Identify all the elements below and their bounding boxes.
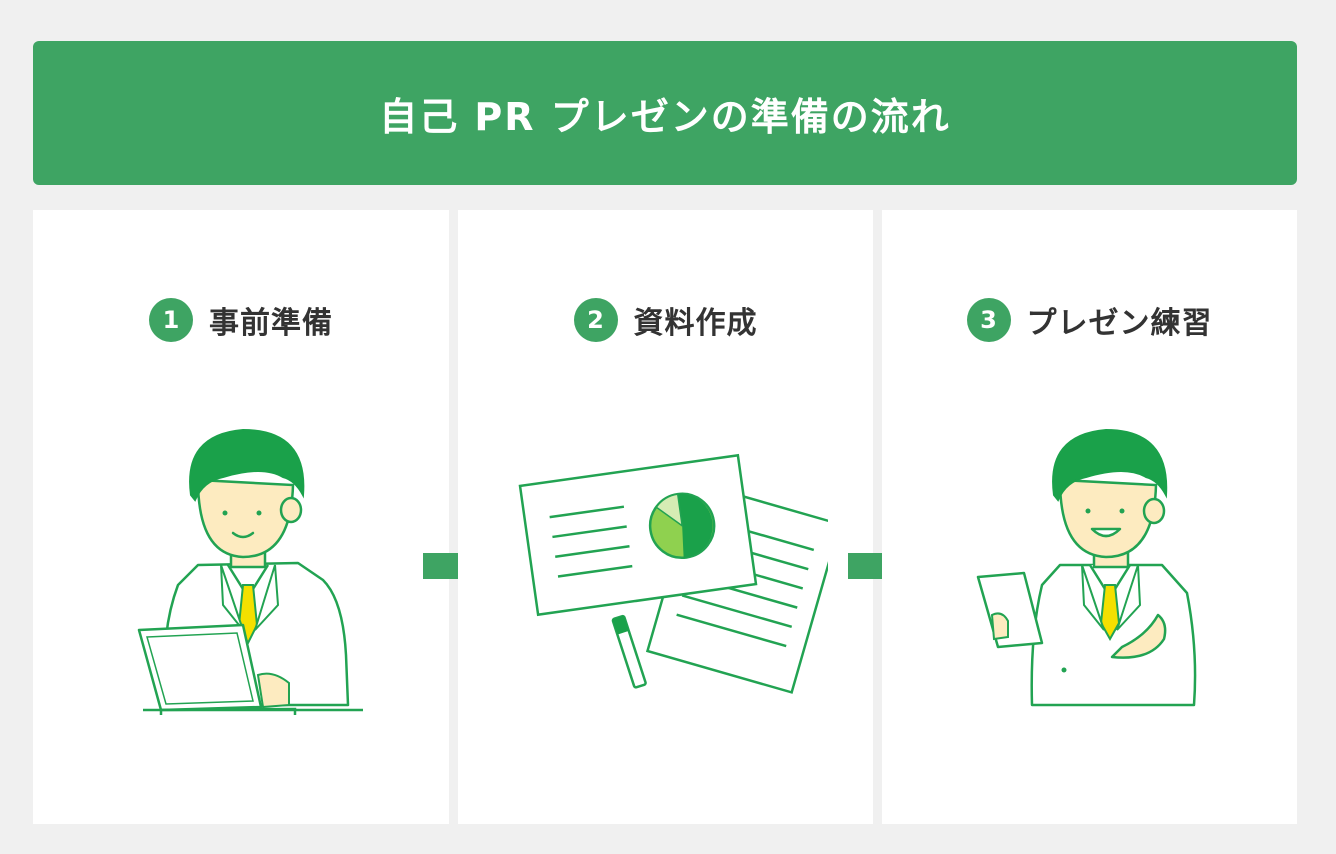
step-number-1: 1: [149, 298, 193, 342]
step-label-3: プレゼン練習: [1026, 306, 1213, 341]
title-banner: 自己 PR プレゼンの準備の流れ: [33, 41, 1297, 185]
step-panel-2: 2 資料作成: [458, 210, 873, 824]
documents-chart-icon: [518, 453, 828, 694]
step-label-2: 資料作成: [633, 306, 758, 341]
step-header-1: 1 事前準備: [33, 298, 449, 342]
person-presenting-icon: [976, 428, 1197, 707]
step-header-3: 3 プレゼン練習: [882, 298, 1297, 342]
step-panel-3: 3 プレゼン練習: [882, 210, 1297, 824]
person-laptop-icon: [137, 428, 363, 715]
step-panel-1: 1 事前準備: [33, 210, 449, 824]
step-label-1: 事前準備: [209, 306, 333, 341]
step-number-2: 2: [573, 298, 618, 342]
page-title: 自己 PR プレゼンの準備の流れ: [379, 94, 951, 139]
step-header-2: 2 資料作成: [458, 298, 873, 342]
step-number-3: 3: [966, 298, 1011, 342]
